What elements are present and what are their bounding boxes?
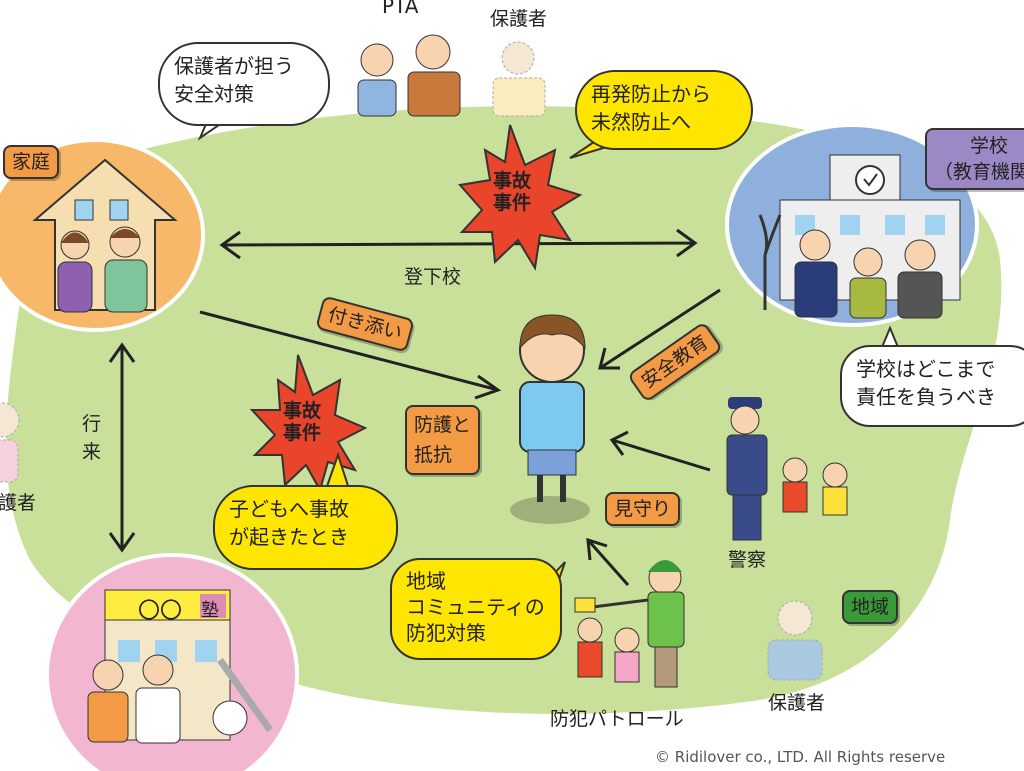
police-label: 警察	[728, 549, 767, 571]
incident-line: 事故	[283, 400, 322, 422]
home-label: 家庭	[3, 145, 60, 179]
pta-label: PTA	[382, 0, 419, 18]
bubble-line: 保護者が担う	[174, 54, 294, 78]
bubble-line: 学校はどこまで	[856, 357, 996, 381]
arrows	[108, 228, 721, 586]
house-icon	[32, 158, 178, 313]
incident-line: 事件	[493, 192, 532, 214]
incident-top: 事故 事件	[493, 170, 531, 214]
label-char: 行	[82, 413, 102, 435]
school-label: 学校 （教育機関）	[925, 128, 1024, 190]
child-accident-bubble: 子どもへ事故 が起きたとき	[213, 485, 398, 570]
juku-sign: 〇〇	[138, 599, 183, 624]
pta-people-icon	[357, 34, 546, 117]
juku-sign-kanji: 塾	[201, 600, 219, 621]
tag-line: 抵抗	[414, 444, 453, 466]
commute-arrow	[219, 228, 698, 260]
guardian-bottom-label: 保護者	[768, 692, 826, 714]
copyright: © Ridilover co., LTD. All Rights reserve	[655, 748, 946, 766]
bubble-line: 地域	[406, 569, 446, 593]
child-figure	[519, 314, 586, 502]
bubble-line: 子どもへ事故	[229, 497, 349, 521]
guardian-top-label: 保護者	[490, 8, 548, 30]
protect-resist-tag: 防護と 抵抗	[405, 405, 481, 475]
patrol-to-child-arrow	[586, 537, 630, 586]
guardian-safety-bubble: 保護者が担う 安全対策	[158, 42, 330, 126]
back-and-forth-label: 行 来	[82, 410, 104, 466]
patrol-figure	[574, 560, 685, 688]
community-label: 地域	[842, 590, 899, 624]
child-shadow	[510, 496, 590, 524]
community-crime-bubble: 地域 コミュニティの 防犯対策	[390, 558, 562, 660]
police-to-child-arrow	[609, 430, 711, 472]
commute-label: 登下校	[404, 266, 462, 288]
incident-line: 事故	[493, 170, 532, 192]
incident-line: 事件	[283, 422, 322, 444]
label-char: 来	[82, 441, 102, 463]
prevention-bubble: 再発防止から 未然防止へ	[575, 70, 753, 150]
school-responsibility-bubble: 学校はどこまで 責任を負うべき	[840, 345, 1024, 427]
incident-burst-top	[458, 124, 583, 271]
bubble-line: コミュニティの	[406, 595, 545, 619]
juku-building-icon	[87, 589, 273, 744]
bubble-line: が起きたとき	[229, 525, 349, 549]
police-figure	[726, 397, 848, 541]
guardian-bottom-icon	[767, 600, 823, 681]
bubble-line: 安全対策	[174, 82, 254, 106]
school-building-icon	[758, 154, 961, 319]
guardian-left-icon	[0, 402, 20, 483]
guardian-left-label: 護者	[0, 492, 37, 514]
bubble-line: 再発防止から	[591, 82, 711, 106]
watch-over-tag: 見守り	[605, 492, 681, 526]
school-to-child-arrow	[598, 288, 721, 370]
accompany-arrow	[199, 310, 502, 400]
tag-line: 防護と	[414, 414, 472, 436]
bubble-line: 責任を負うべき	[856, 385, 996, 409]
school-label-line: 学校	[969, 135, 1008, 157]
bubble-line: 未然防止へ	[591, 110, 691, 134]
bubble-line: 防犯対策	[406, 621, 486, 645]
patrol-label: 防犯パトロール	[550, 708, 684, 730]
incident-left: 事故 事件	[283, 400, 321, 444]
school-label-line: （教育機関）	[934, 161, 1024, 183]
back-and-forth-arrow	[108, 342, 136, 553]
